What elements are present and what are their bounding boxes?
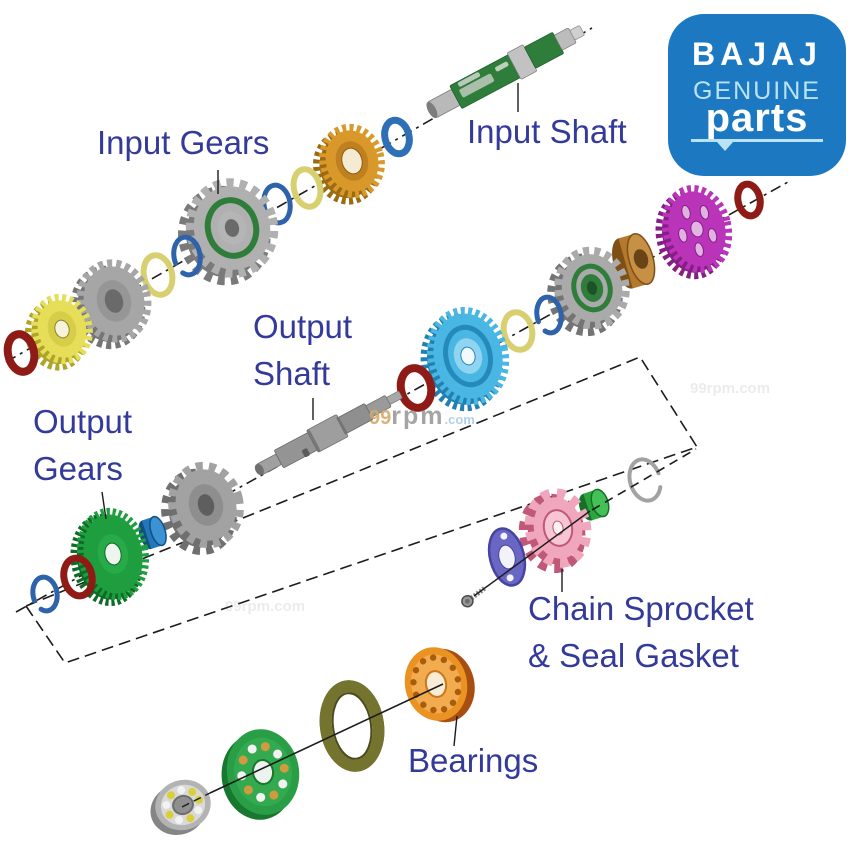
gearbox-case-outline xyxy=(24,356,699,664)
sprocket-bolt-line xyxy=(473,510,591,597)
watermark-faint-2: 99rpm.com xyxy=(690,380,771,397)
part-seal-gasket xyxy=(487,527,527,587)
part-hub-bronze xyxy=(612,233,656,289)
label-chain-sprocket-seal-gasket: Chain Sprocket & Seal Gasket xyxy=(528,590,754,674)
bearing-axis-line xyxy=(209,683,444,794)
part-washer-yellow-mid xyxy=(500,309,536,353)
logo-notch-icon xyxy=(717,142,733,151)
logo-underline xyxy=(691,139,823,151)
part-gear-yellow xyxy=(24,293,93,371)
part-washer-red-right xyxy=(734,180,764,220)
part-output-shaft xyxy=(254,391,403,476)
bajaj-genuine-parts-logo: BAJAJ GENUINE parts xyxy=(668,14,846,176)
part-output-gear-gray xyxy=(161,461,244,556)
watermark-dotcom: .com xyxy=(444,412,475,427)
sprocket-axis-line xyxy=(591,448,697,511)
watermark-rpm: rpm xyxy=(391,402,445,430)
part-gear-cyan xyxy=(420,306,510,412)
watermark-faint-1: 99rpm.com xyxy=(225,598,306,615)
bearing-axis-dash xyxy=(181,792,211,808)
part-washer-yellow-top-1 xyxy=(140,252,176,298)
label-output-gears: Output Gears xyxy=(33,403,133,487)
part-gear-gold xyxy=(312,123,385,205)
watermark-99: 99 xyxy=(369,407,392,429)
part-washer-red-left xyxy=(60,554,96,600)
part-input-shaft xyxy=(426,25,585,119)
part-washer-yellow-top-2 xyxy=(290,166,324,210)
label-input-shaft: Input Shaft xyxy=(467,113,627,150)
logo-genuine-text: GENUINE xyxy=(693,77,821,105)
part-circlip-blue-mid xyxy=(534,294,564,336)
part-circlip-blue-left xyxy=(30,574,60,614)
label-input-gears: Input Gears xyxy=(97,124,270,161)
label-bearings: Bearings xyxy=(408,742,539,779)
part-gear-cluster-mid xyxy=(547,246,630,337)
watermark-99rpm: 99rpm.com xyxy=(369,402,475,431)
label-output-shaft: Output Shaft xyxy=(253,308,353,392)
part-circlip-blue-top-2 xyxy=(261,182,293,226)
part-o-ring-blue xyxy=(381,116,413,158)
part-bearing-green xyxy=(221,729,300,820)
part-circlip-silver xyxy=(627,457,663,503)
part-seal-ring-olive xyxy=(319,680,385,772)
part-bearing-silver xyxy=(150,779,211,836)
logo-parts-text: parts xyxy=(705,96,809,140)
leader-bearings xyxy=(453,715,458,747)
logo-brand-text: BAJAJ xyxy=(692,36,822,72)
part-washer-red-mid xyxy=(396,364,436,412)
part-gear-magenta xyxy=(655,185,733,280)
part-circlip-blue-top-1 xyxy=(171,234,203,278)
part-bearing-orange xyxy=(404,647,475,723)
leader-output-gears xyxy=(101,491,107,520)
part-washer-red-top xyxy=(3,330,39,376)
